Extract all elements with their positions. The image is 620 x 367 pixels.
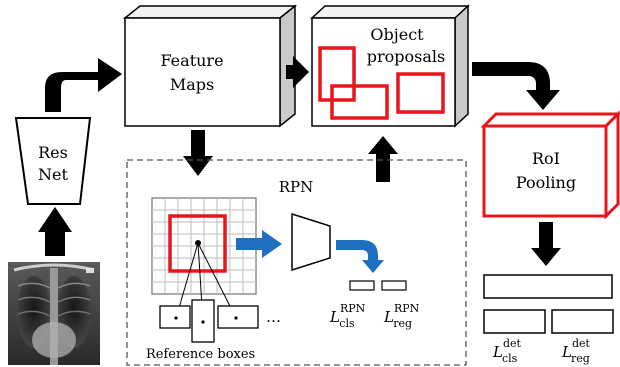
rpn-title: RPN — [279, 178, 314, 196]
arrow-proposals-to-roi — [472, 62, 560, 110]
arrow-roi-to-fc — [531, 222, 561, 266]
arrow-resnet-to-feature-maps — [45, 58, 122, 112]
rpn-head — [291, 212, 331, 272]
reference-boxes-ellipsis: … — [266, 308, 281, 326]
resnet-block: Res Net — [14, 117, 92, 205]
sliding-window — [168, 214, 227, 273]
roi-pooling-label-line1: RoI — [532, 149, 560, 168]
roi-pooling-block: RoI Pooling — [480, 110, 620, 220]
object-proposals-label-line1: Object — [370, 25, 424, 44]
proposal-box-2 — [330, 84, 389, 120]
roi-pooling-label-line2: Pooling — [516, 173, 576, 192]
feature-maps-block: Feature Maps — [122, 4, 298, 128]
arrow-grid-to-head — [236, 230, 282, 258]
chest-xray-image — [8, 262, 100, 365]
rpn-region: RPN — [126, 159, 467, 366]
rpn-cls-output — [349, 280, 375, 291]
feature-maps-label-line1: Feature — [160, 51, 223, 70]
reg-head-bar — [551, 309, 614, 334]
arrow-feature-to-proposals — [286, 56, 309, 88]
arrow-feature-to-rpn — [183, 130, 213, 176]
resnet-label-line1: Res — [38, 143, 68, 162]
feature-maps-label-line2: Maps — [170, 75, 214, 94]
resnet-label-line2: Net — [38, 165, 68, 184]
reference-boxes — [159, 299, 259, 343]
arrow-head-to-outputs — [336, 240, 384, 273]
proposal-box-3 — [396, 72, 445, 114]
fc-layer-bar — [483, 274, 613, 299]
rpn-reg-output — [381, 280, 407, 291]
arrow-xray-to-resnet — [38, 207, 72, 256]
proposal-box-1 — [318, 46, 356, 102]
object-proposals-block: Object proposals — [310, 4, 470, 128]
arrow-rpn-to-proposals — [368, 136, 398, 182]
cls-head-bar — [483, 309, 546, 334]
object-proposals-label-line2: proposals — [367, 47, 445, 66]
reference-boxes-label: Reference boxes — [146, 347, 255, 362]
